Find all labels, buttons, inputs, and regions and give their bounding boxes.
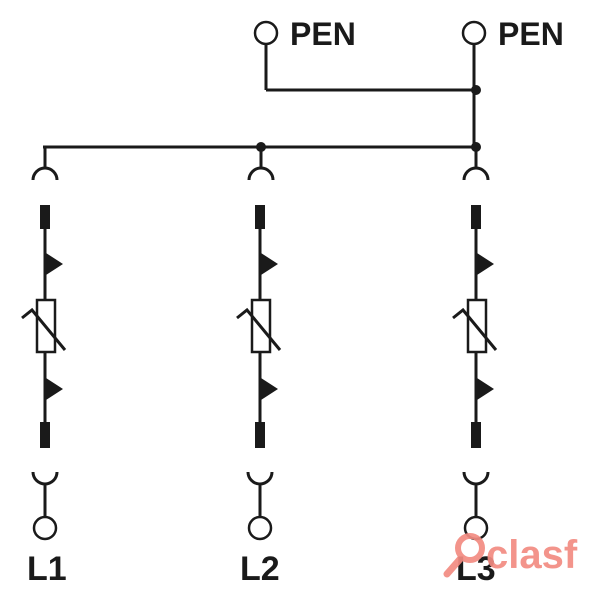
pen-bridge-wiring bbox=[264, 44, 481, 147]
arrow-lower-l3 bbox=[477, 378, 494, 400]
junction-dot-pen bbox=[471, 85, 481, 95]
contact-top-l2 bbox=[255, 205, 265, 229]
varistor-slash-l1 bbox=[21, 307, 67, 351]
contact-bottom-l2 bbox=[255, 422, 265, 448]
plug-socket-top-l1 bbox=[31, 166, 59, 181]
pen-label-right: PEN bbox=[498, 16, 564, 52]
plug-socket-top-l3 bbox=[462, 166, 490, 181]
varistor-slash-l3 bbox=[452, 307, 498, 351]
arrow-upper-l1 bbox=[46, 253, 63, 275]
watermark-text: clasf bbox=[486, 533, 578, 577]
pen-terminal-left: PEN bbox=[253, 16, 356, 52]
label-l2: L2 bbox=[240, 550, 280, 588]
plug-socket-bottom-l1 bbox=[31, 471, 59, 486]
clasf-watermark: clasf bbox=[443, 533, 578, 578]
branch-l3: L3 bbox=[452, 147, 498, 588]
terminal-l1 bbox=[32, 515, 58, 541]
arrow-lower-l1 bbox=[46, 378, 63, 400]
contact-bottom-l3 bbox=[471, 422, 481, 448]
contact-top-l1 bbox=[40, 205, 50, 229]
plug-socket-bottom-l2 bbox=[246, 471, 274, 486]
contact-bottom-l1 bbox=[40, 422, 50, 448]
magnifier-logo-icon bbox=[443, 533, 485, 578]
plug-socket-bottom-l3 bbox=[462, 471, 490, 486]
pen-terminal-right: PEN bbox=[461, 16, 564, 52]
pen-label-left: PEN bbox=[290, 16, 356, 52]
terminal-l2 bbox=[247, 515, 273, 541]
arrow-upper-l3 bbox=[477, 253, 494, 275]
arrow-upper-l2 bbox=[261, 253, 278, 275]
contact-top-l3 bbox=[471, 205, 481, 229]
label-l1: L1 bbox=[27, 550, 67, 588]
arrow-lower-l2 bbox=[261, 378, 278, 400]
branch-l1: L1 bbox=[21, 147, 67, 588]
varistor-slash-l2 bbox=[236, 307, 282, 351]
plug-socket-top-l2 bbox=[247, 166, 275, 181]
branch-l2: L2 bbox=[236, 147, 282, 588]
